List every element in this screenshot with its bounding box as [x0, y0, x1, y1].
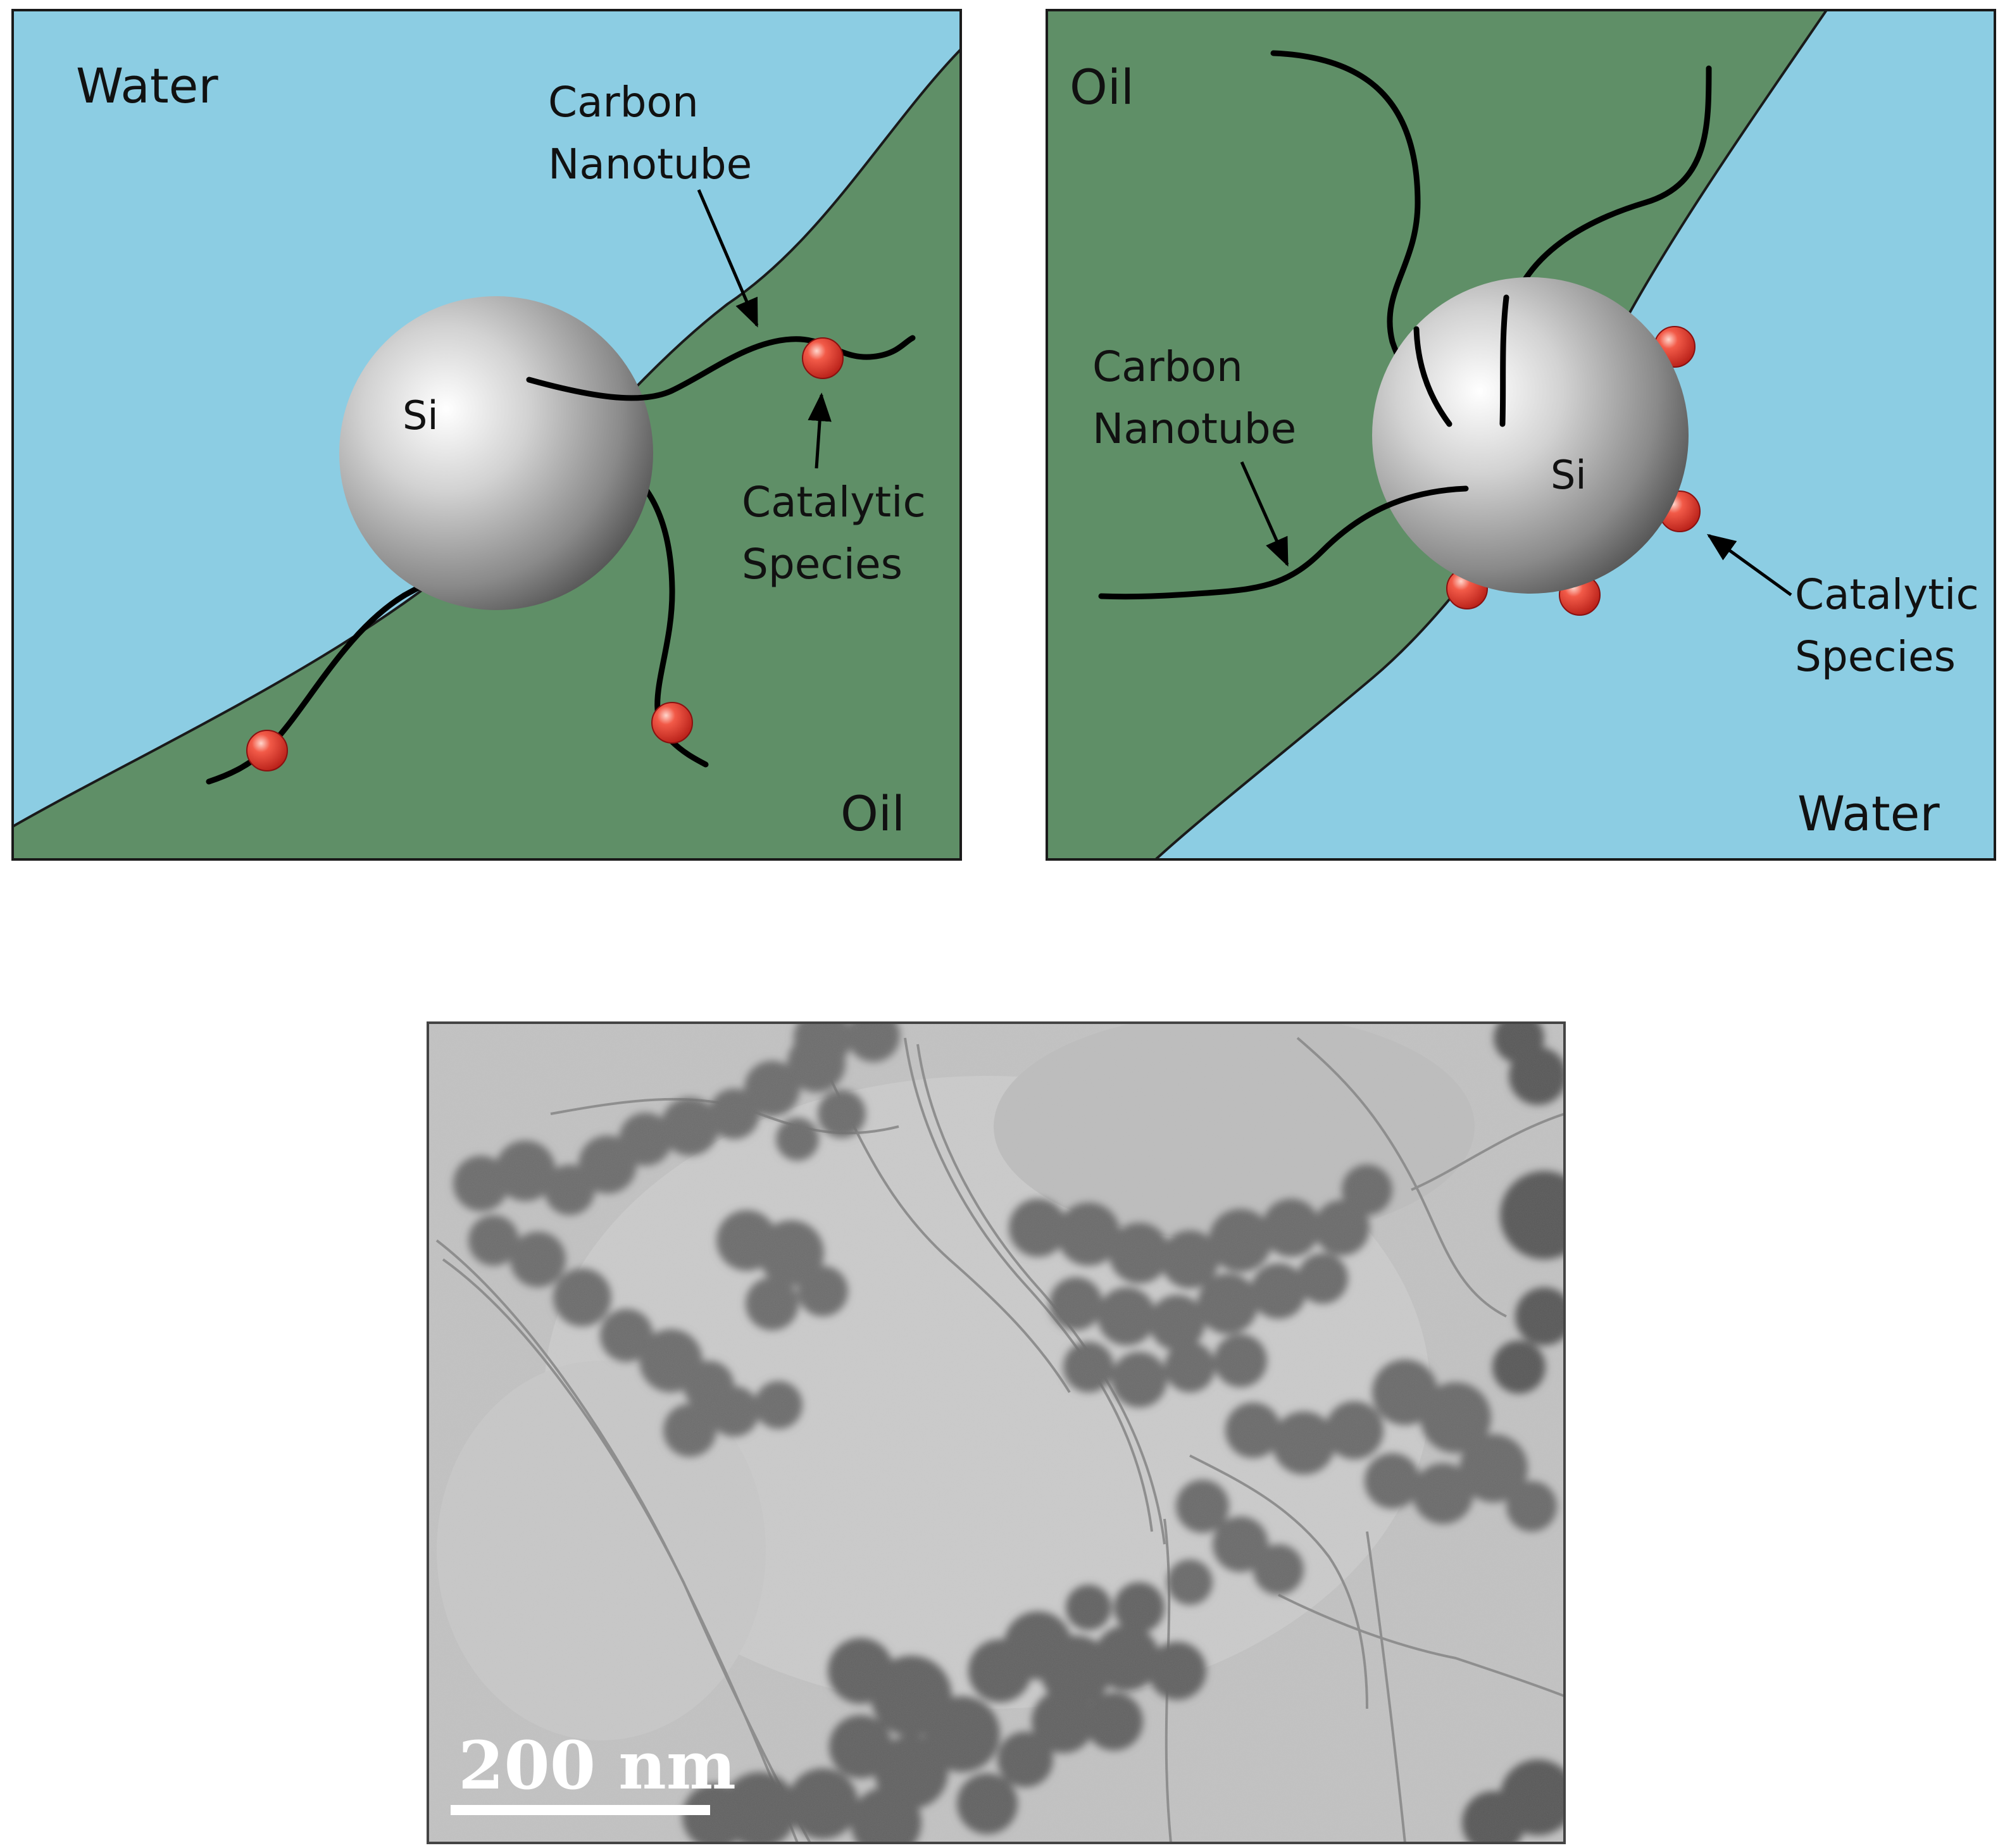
catalyst-callout-arrow [808, 392, 832, 469]
water-label: Water [76, 58, 218, 114]
catalytic-species-particle [246, 730, 288, 771]
oil-region [13, 49, 961, 859]
nanotube-label-line1: Carbon [1092, 342, 1243, 391]
carbon-nanotube-left-c [526, 335, 916, 401]
oil-label: Oil [840, 785, 905, 842]
carbon-nanotube-right-b-tip [1499, 294, 1509, 427]
carbon-nanotube-right-c [1098, 485, 1469, 600]
scale-bar [451, 1805, 710, 1815]
nanotube-callout-arrow [1240, 461, 1289, 567]
si-particle-right [1372, 277, 1689, 594]
micrograph-frame [427, 1021, 1566, 1844]
catalyst-callout-arrow [1706, 534, 1792, 597]
catalytic-species-particle [802, 337, 844, 379]
scale-bar-label: 200 nm [458, 1726, 736, 1804]
nanotube-label-line2: Nanotube [1092, 404, 1296, 453]
water-label: Water [1797, 785, 1940, 842]
panel-right: Si Oil Water Carbon Nanotube Catalytic S… [1046, 9, 1996, 861]
si-label-right: Si [1551, 452, 1587, 498]
carbon-nanotube-right-a-tip [1413, 326, 1452, 427]
panel-right-frame [1046, 9, 1996, 861]
catalyst-label-line1: Catalytic [1795, 570, 1979, 619]
panel-left-frame [11, 9, 962, 861]
si-label-left: Si [403, 392, 439, 439]
catalyst-label-line2: Species [1795, 632, 1956, 681]
catalytic-species-particle [651, 702, 693, 744]
si-particle-left [339, 296, 653, 610]
oil-label: Oil [1070, 59, 1134, 115]
micrograph-grain [428, 1023, 1565, 1843]
nanotube-callout-arrow [697, 189, 759, 328]
catalyst-label-line1: Catalytic [742, 478, 926, 527]
nanotube-label-line1: Carbon [548, 78, 699, 127]
tem-micrograph: 200 nm [427, 1021, 1566, 1844]
nanotube-label-line2: Nanotube [548, 140, 752, 189]
catalyst-label-line2: Species [742, 540, 903, 589]
panel-left: Si Water Oil Carbon Nanotube Catalytic S… [11, 9, 962, 861]
